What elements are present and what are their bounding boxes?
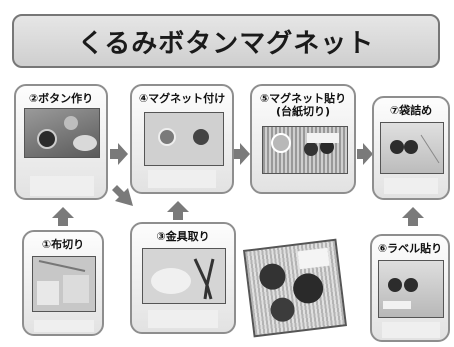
arrow-6-to-7 (402, 207, 424, 226)
magnet-item (388, 278, 402, 292)
arrow-5-to-7 (357, 143, 373, 165)
step-2-card: ②ボタン作り (14, 84, 108, 200)
label-card (383, 301, 411, 309)
label-card (307, 133, 339, 143)
button-item (293, 273, 324, 304)
button-item (320, 140, 334, 154)
step-5-photo (262, 126, 348, 174)
step-3-caption-box (148, 310, 218, 328)
magnet-item (404, 140, 418, 154)
arrow-3-to-4 (167, 201, 189, 220)
button-item (270, 297, 295, 322)
material-pile (151, 268, 191, 294)
pliers (193, 258, 215, 300)
magnet-item (193, 129, 209, 145)
magnet-item (390, 140, 404, 154)
step-5-card: ⑤マグネット貼り (台紙切り) (250, 84, 356, 194)
magnet-item (404, 278, 418, 292)
step-3-card: ③金具取り (130, 222, 236, 334)
step-5-label-line1: ⑤マグネット貼り (259, 92, 347, 105)
arrow-2-to-4 (110, 143, 128, 165)
step-7-caption-box (384, 178, 438, 194)
step-7-label: ⑦袋詰め (389, 104, 433, 117)
button-item (64, 116, 78, 130)
arrow-4-to-5 (234, 143, 250, 165)
step-2-label: ②ボタン作り (28, 92, 94, 105)
step-1-caption-box (34, 320, 94, 332)
title-banner: くるみボタンマグネット (12, 14, 440, 68)
step-3-photo (142, 248, 226, 304)
fabric-line (38, 260, 86, 272)
step-5-label-line2: (台紙切り) (275, 105, 331, 118)
step-6-card: ⑥ラベル貼り (370, 234, 450, 342)
step-4-card: ④マグネット付け (130, 84, 234, 194)
step-4-photo (144, 112, 224, 166)
button-item (271, 133, 291, 153)
step-6-label: ⑥ラベル貼り (377, 242, 443, 255)
step-1-label: ①布切り (41, 238, 85, 251)
bag-line (420, 134, 440, 164)
step-4-label: ④マグネット付け (138, 92, 226, 105)
product-photo (242, 238, 348, 338)
label-card (297, 247, 330, 270)
arrow-2-to-3 (112, 185, 133, 206)
step-1-card: ①布切り (22, 230, 104, 336)
arrow-1-to-2 (52, 207, 74, 226)
step-2-caption-box (30, 176, 94, 196)
step-4-caption-box (148, 170, 216, 188)
button-item (259, 263, 286, 290)
step-7-photo (380, 122, 444, 174)
step-1-photo (32, 256, 96, 312)
button-item (158, 128, 176, 146)
step-3-label: ③金具取り (156, 230, 210, 243)
step-2-photo (24, 108, 100, 158)
step-6-caption-box (382, 322, 440, 338)
slide-title: くるみボタンマグネット (77, 28, 375, 59)
step-5-label: ⑤マグネット貼り (台紙切り) (252, 92, 354, 118)
button-item (37, 129, 57, 149)
button-item (304, 142, 318, 156)
step-7-card: ⑦袋詰め (372, 96, 450, 200)
step-6-photo (378, 260, 444, 318)
hand (73, 135, 97, 151)
fabric-piece (37, 281, 59, 305)
fabric-piece (63, 275, 89, 303)
